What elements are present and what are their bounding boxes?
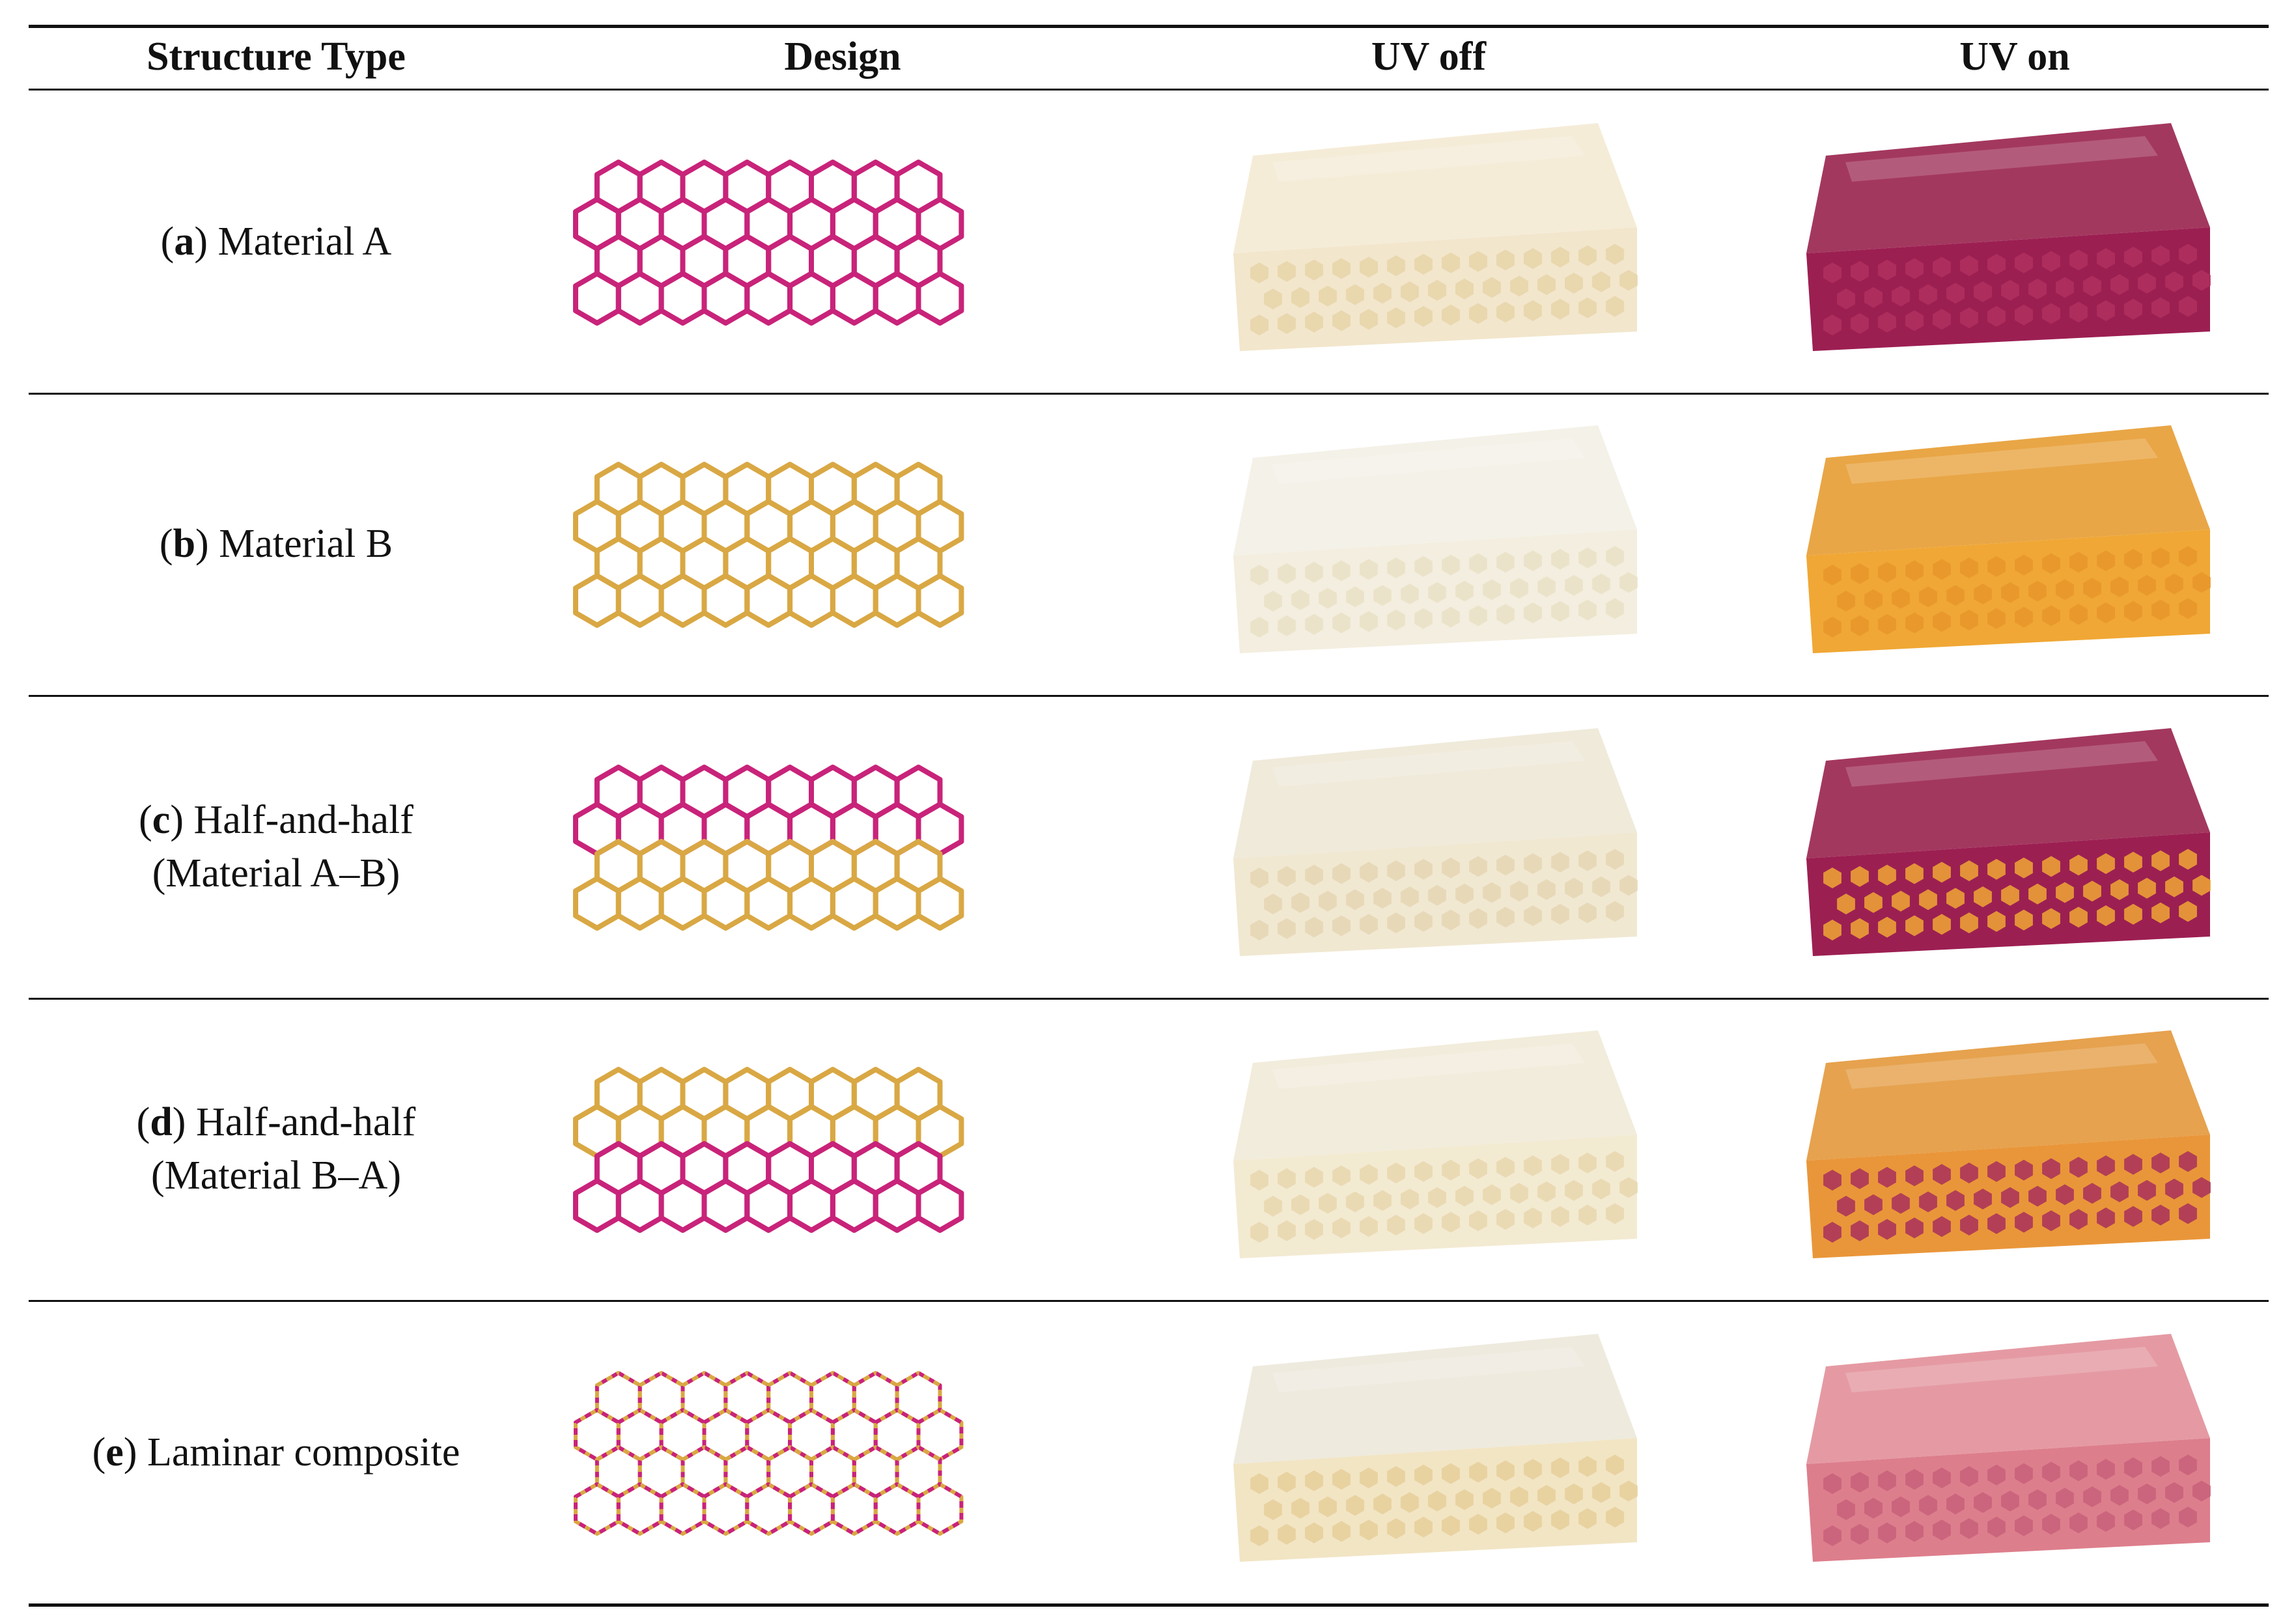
structure-type-label: (a) Material A [29,215,524,268]
printed-sample-photo [1233,1334,1638,1562]
structure-type-label: (e) Laminar composite [29,1426,524,1479]
printed-sample-photo [1806,123,2211,351]
structure-type-label: (d) Half-and-half (Material B–A) [29,1095,524,1202]
printed-sample-photo [1233,728,1638,956]
design-cell [556,143,1077,326]
uv-on-cell [1754,110,2249,371]
label-text: Laminar composite [147,1430,460,1475]
uv-off-cell [1181,1321,1676,1581]
uv-on-cell [1754,1017,2249,1278]
label-line-2: (Material A–B) [152,851,400,896]
uv-on-cell [1754,1321,2249,1581]
header-structure-type: Structure Type [147,35,406,79]
table-row: (a) Material A [29,91,2269,393]
design-cell [556,748,1077,931]
design-cell [556,1050,1077,1233]
printed-sample-photo [1233,1030,1638,1258]
row-rule [29,998,2269,1000]
label-line-1: (c) Half-and-half [139,798,413,842]
row-letter: a [174,219,195,264]
label-line-1: (b) Material B [159,522,393,566]
label-text: Material B [219,522,393,566]
label-text: Half-and-half [193,798,413,842]
uv-off-cell [1181,110,1676,371]
uv-off-cell [1181,1017,1676,1278]
uv-off-cell [1181,715,1676,976]
header-design: Design [784,35,901,79]
label-line-1: (d) Half-and-half [136,1100,416,1144]
top-rule [29,25,2269,28]
printed-sample-photo [1233,123,1638,351]
table-row: (b) Material B [29,393,2269,695]
structure-type-label: (b) Material B [29,517,524,571]
uv-off-cell [1181,412,1676,673]
uv-on-cell [1754,715,2249,976]
header-row: Structure Type Design UV off UV on [29,25,2269,89]
honeycomb-design-icon [574,1371,964,1536]
printed-sample-photo [1806,425,2211,653]
header-uv-on: UV on [1959,35,2070,79]
design-cell [556,445,1077,628]
label-line-2: (Material B–A) [151,1153,401,1198]
label-line-1: (e) Laminar composite [92,1430,460,1475]
header-rule [29,89,2269,91]
structure-type-label: (c) Half-and-half (Material A–B) [29,793,524,900]
table-row: (e) Laminar composite [29,1301,2269,1603]
printed-sample-photo [1806,1030,2211,1258]
row-letter: c [152,798,171,842]
label-text: Half-and-half [195,1100,416,1144]
printed-sample-photo [1233,425,1638,653]
table-row: (d) Half-and-half (Material B–A) [29,998,2269,1300]
printed-sample-photo [1806,728,2211,956]
honeycomb-design-icon [573,462,964,628]
design-cell [556,1353,1077,1536]
row-letter: b [173,522,196,566]
header-uv-off: UV off [1371,35,1487,79]
honeycomb-design-icon [573,160,964,326]
row-rule [29,393,2269,395]
bottom-rule [29,1603,2269,1607]
honeycomb-design-icon [573,765,964,931]
row-letter: d [150,1100,173,1144]
row-rule [29,695,2269,697]
label-text: Material A [217,219,392,264]
honeycomb-design-icon [573,1067,964,1233]
row-rule [29,1300,2269,1302]
row-letter: e [105,1430,124,1475]
label-line-1: (a) Material A [160,219,392,264]
table-row: (c) Half-and-half (Material A–B) [29,696,2269,998]
printed-sample-photo [1806,1334,2211,1562]
uv-on-cell [1754,412,2249,673]
